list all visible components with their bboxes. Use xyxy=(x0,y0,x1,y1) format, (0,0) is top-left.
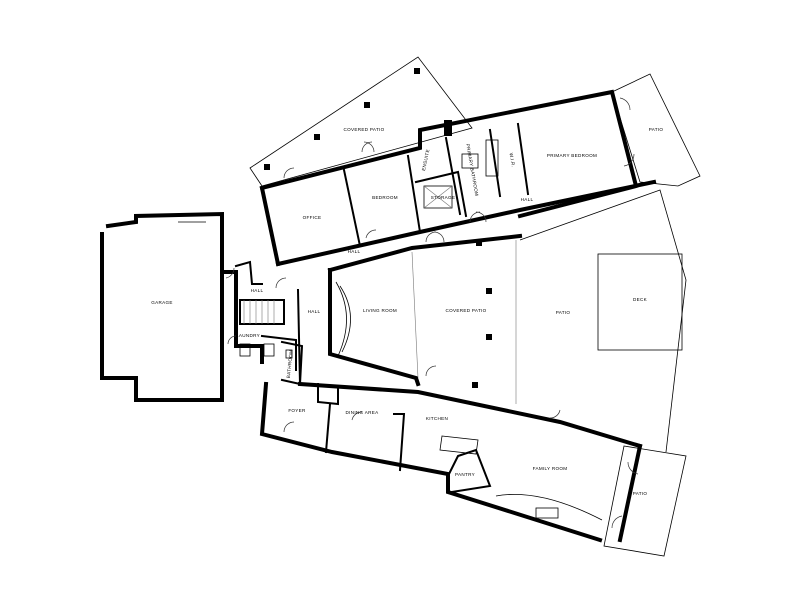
label-storage: STORAGE xyxy=(431,195,455,200)
living-room-walls xyxy=(328,268,421,387)
label-garage: GARAGE xyxy=(151,300,172,305)
label-patio-bottom-right: PATIO xyxy=(633,491,648,496)
label-hall-primary: HALL xyxy=(521,197,534,202)
label-bedroom: BEDROOM xyxy=(372,195,398,200)
living-room-window-curve xyxy=(339,285,351,353)
deck-outline xyxy=(597,253,683,351)
lower-wing-outer-wall xyxy=(259,381,603,543)
washer xyxy=(239,343,251,357)
covered-patio-top-outline xyxy=(249,56,473,187)
door-swings xyxy=(225,97,639,529)
ensuite-shower xyxy=(461,153,479,169)
label-covered-patio-center: COVERED PATIO xyxy=(446,308,487,313)
storage-closet xyxy=(423,185,453,209)
label-patio-top-right: PATIO xyxy=(649,127,664,132)
ensuite-bath-divider xyxy=(444,136,462,216)
kitchen-island xyxy=(439,435,479,455)
patio-top-right-outline xyxy=(611,73,701,187)
garage-walls xyxy=(100,211,224,402)
kitchen-counter-left xyxy=(393,413,406,472)
office-bedroom-divider xyxy=(342,168,362,248)
hall-partition xyxy=(234,260,263,285)
covered-patio-divider xyxy=(411,251,419,379)
label-deck: DECK xyxy=(633,297,648,302)
upper-wing-inner-wall xyxy=(275,179,657,267)
label-foyer: FOYER xyxy=(288,408,306,413)
left-wing-walls xyxy=(220,262,264,364)
label-office: OFFICE xyxy=(303,215,322,220)
primary-tub xyxy=(485,139,499,177)
wir-bedroom-divider xyxy=(516,122,530,196)
living-block-walls xyxy=(327,233,523,273)
lower-wing-inner-wall xyxy=(297,381,643,449)
label-laundry: LAUNDRY xyxy=(236,333,260,338)
label-patio-center: PATIO xyxy=(556,310,571,315)
label-covered-patio-top: COVERED PATIO xyxy=(344,127,385,132)
label-primary-bedroom: PRIMARY BEDROOM xyxy=(547,153,597,158)
patio-center-outline xyxy=(519,189,687,453)
foyer-closet xyxy=(317,383,339,406)
pantry-walls xyxy=(446,448,492,494)
label-hall-garage: HALL xyxy=(251,288,264,293)
label-bathroom: BATHROOM xyxy=(286,349,294,378)
label-wir: W.I.R. xyxy=(509,152,516,167)
ensuite-storage-divider xyxy=(414,170,468,218)
bath-wir-divider xyxy=(488,128,502,198)
dryer xyxy=(263,343,275,357)
patio-bottom-right-outline xyxy=(603,445,687,557)
label-living-room: LIVING ROOM xyxy=(363,308,397,313)
label-kitchen: KITCHEN xyxy=(426,416,448,421)
label-dining-area: DINING AREA xyxy=(346,410,380,415)
office-left-wall xyxy=(259,185,281,267)
hall-center-wall xyxy=(296,288,302,386)
columns xyxy=(264,68,492,388)
foyer-dining-divider xyxy=(324,402,332,454)
label-ensuite: ENSUITE xyxy=(421,149,430,172)
label-family-room: FAMILY ROOM xyxy=(533,466,568,471)
label-pantry: PANTRY xyxy=(455,472,475,477)
fireplace xyxy=(535,507,559,519)
family-room-window-curve xyxy=(495,494,603,521)
label-hall-center: HALL xyxy=(308,309,321,314)
family-room-right-wall xyxy=(617,443,643,543)
bathroom-walls xyxy=(280,340,304,386)
chimney xyxy=(444,120,452,136)
bedroom-ensuite-divider xyxy=(406,154,422,234)
label-primary-bathroom: PRIMARY BATHROOM xyxy=(465,143,479,196)
laundry-partition xyxy=(260,334,297,371)
label-hall-upper: HALL xyxy=(348,249,361,254)
